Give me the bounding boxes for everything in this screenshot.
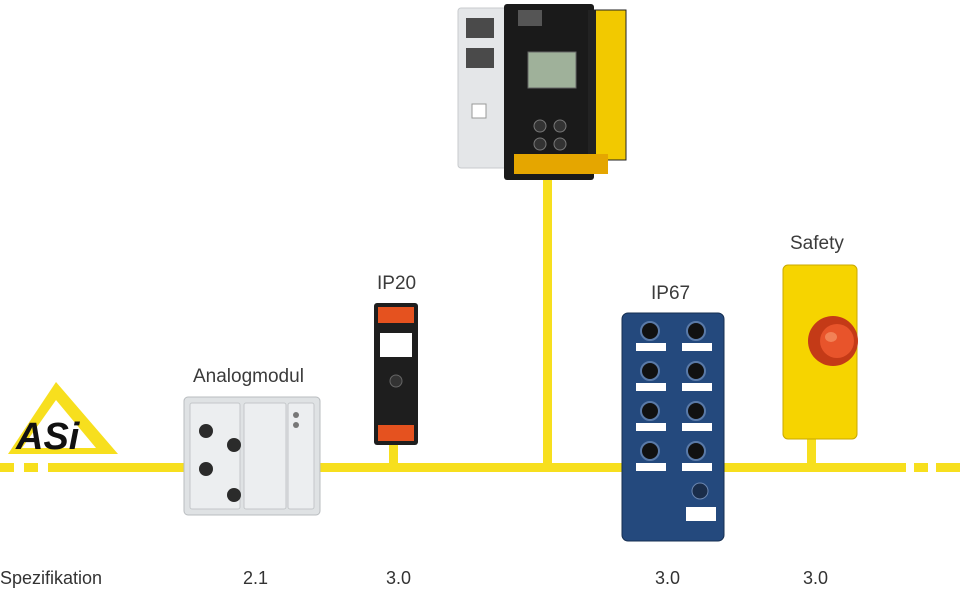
bus-dash bbox=[914, 463, 928, 472]
bus-drop-safety bbox=[807, 435, 816, 465]
analog-module-device bbox=[183, 396, 321, 516]
gateway-device bbox=[457, 4, 627, 180]
ip67-module-device bbox=[621, 312, 725, 542]
safety-device bbox=[782, 264, 858, 440]
spec-value-safety: 3.0 bbox=[803, 568, 829, 588]
bus-dash bbox=[24, 463, 38, 472]
ip20-module-device bbox=[374, 303, 418, 445]
device-label-analogmodul: Analogmodul bbox=[193, 366, 304, 387]
bus-drop-ip20 bbox=[389, 440, 398, 465]
asi-logo-text: ASi bbox=[15, 416, 81, 458]
device-label-ip67: IP67 bbox=[651, 283, 691, 304]
spec-value-ip67: 3.0 bbox=[655, 568, 681, 588]
spec-value-analogmodul: 2.1 bbox=[243, 568, 269, 588]
device-label-safety: Safety bbox=[790, 233, 844, 254]
asi-logo: ASi bbox=[8, 382, 118, 458]
spec-value-ip20: 3.0 bbox=[386, 568, 412, 588]
bus-drop-gateway bbox=[543, 180, 552, 465]
device-label-ip20: IP20 bbox=[377, 273, 417, 294]
bus-dash bbox=[0, 463, 14, 472]
bus-main-line bbox=[48, 463, 906, 472]
spec-row-label: Spezifikation bbox=[0, 568, 103, 588]
bus-dash bbox=[936, 463, 960, 472]
